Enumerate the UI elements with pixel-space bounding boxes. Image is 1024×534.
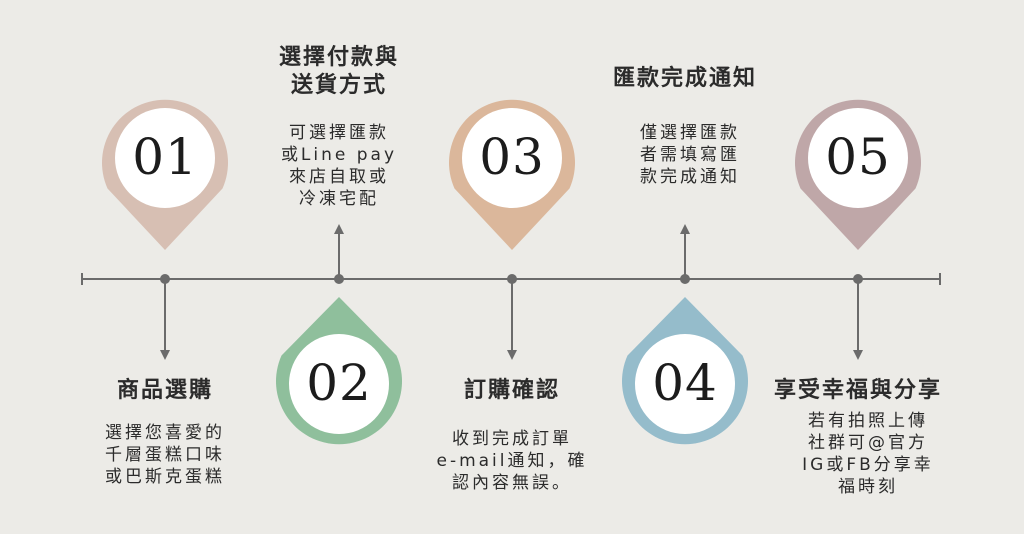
step-number-02: 02 [306,354,372,412]
pin-inner-circle-05 [808,108,908,208]
pin-marker-01 [102,99,229,250]
step-desc-03: 收到完成訂單 e-mail通知，確 認內容無誤。 [436,429,588,493]
step-number-03: 03 [479,128,545,186]
arrow-down-03 [507,350,517,360]
step-title-01: 商品選購 [116,378,213,403]
pin-inner-circle-03 [462,108,562,208]
step-desc-02: 可選擇匯款 或Line pay 來店自取或 冷凍宅配 [280,123,398,209]
pin-marker-05 [795,99,922,250]
step-number-04: 04 [652,354,718,412]
step-desc-01: 選擇您喜愛的 千層蛋糕口味 或巴斯克蛋糕 [105,423,225,487]
step-title-05: 享受幸福與分享 [773,378,942,403]
step-number-01: 01 [132,128,198,186]
step-title-03: 訂購確認 [463,378,560,403]
arrow-up-04 [680,224,690,234]
step-title-02: 選擇付款與 送貨方式 [278,45,399,98]
pin-marker-04 [622,297,748,445]
pin-marker-03 [449,99,576,250]
step-title-04: 匯款完成通知 [612,66,757,91]
pin-inner-circle-02 [289,334,389,434]
arrow-up-02 [334,224,344,234]
step-number-05: 05 [825,128,891,186]
step-desc-05: 若有拍照上傳 社群可@官方 IG或FB分享幸 福時刻 [802,411,934,497]
pin-inner-circle-04 [635,334,735,434]
step-desc-04: 僅選擇匯款 者需填寫匯 款完成通知 [640,123,740,187]
pin-marker-02 [276,297,402,445]
arrow-down-01 [160,350,170,360]
pin-inner-circle-01 [115,108,215,208]
arrow-down-05 [853,350,863,360]
